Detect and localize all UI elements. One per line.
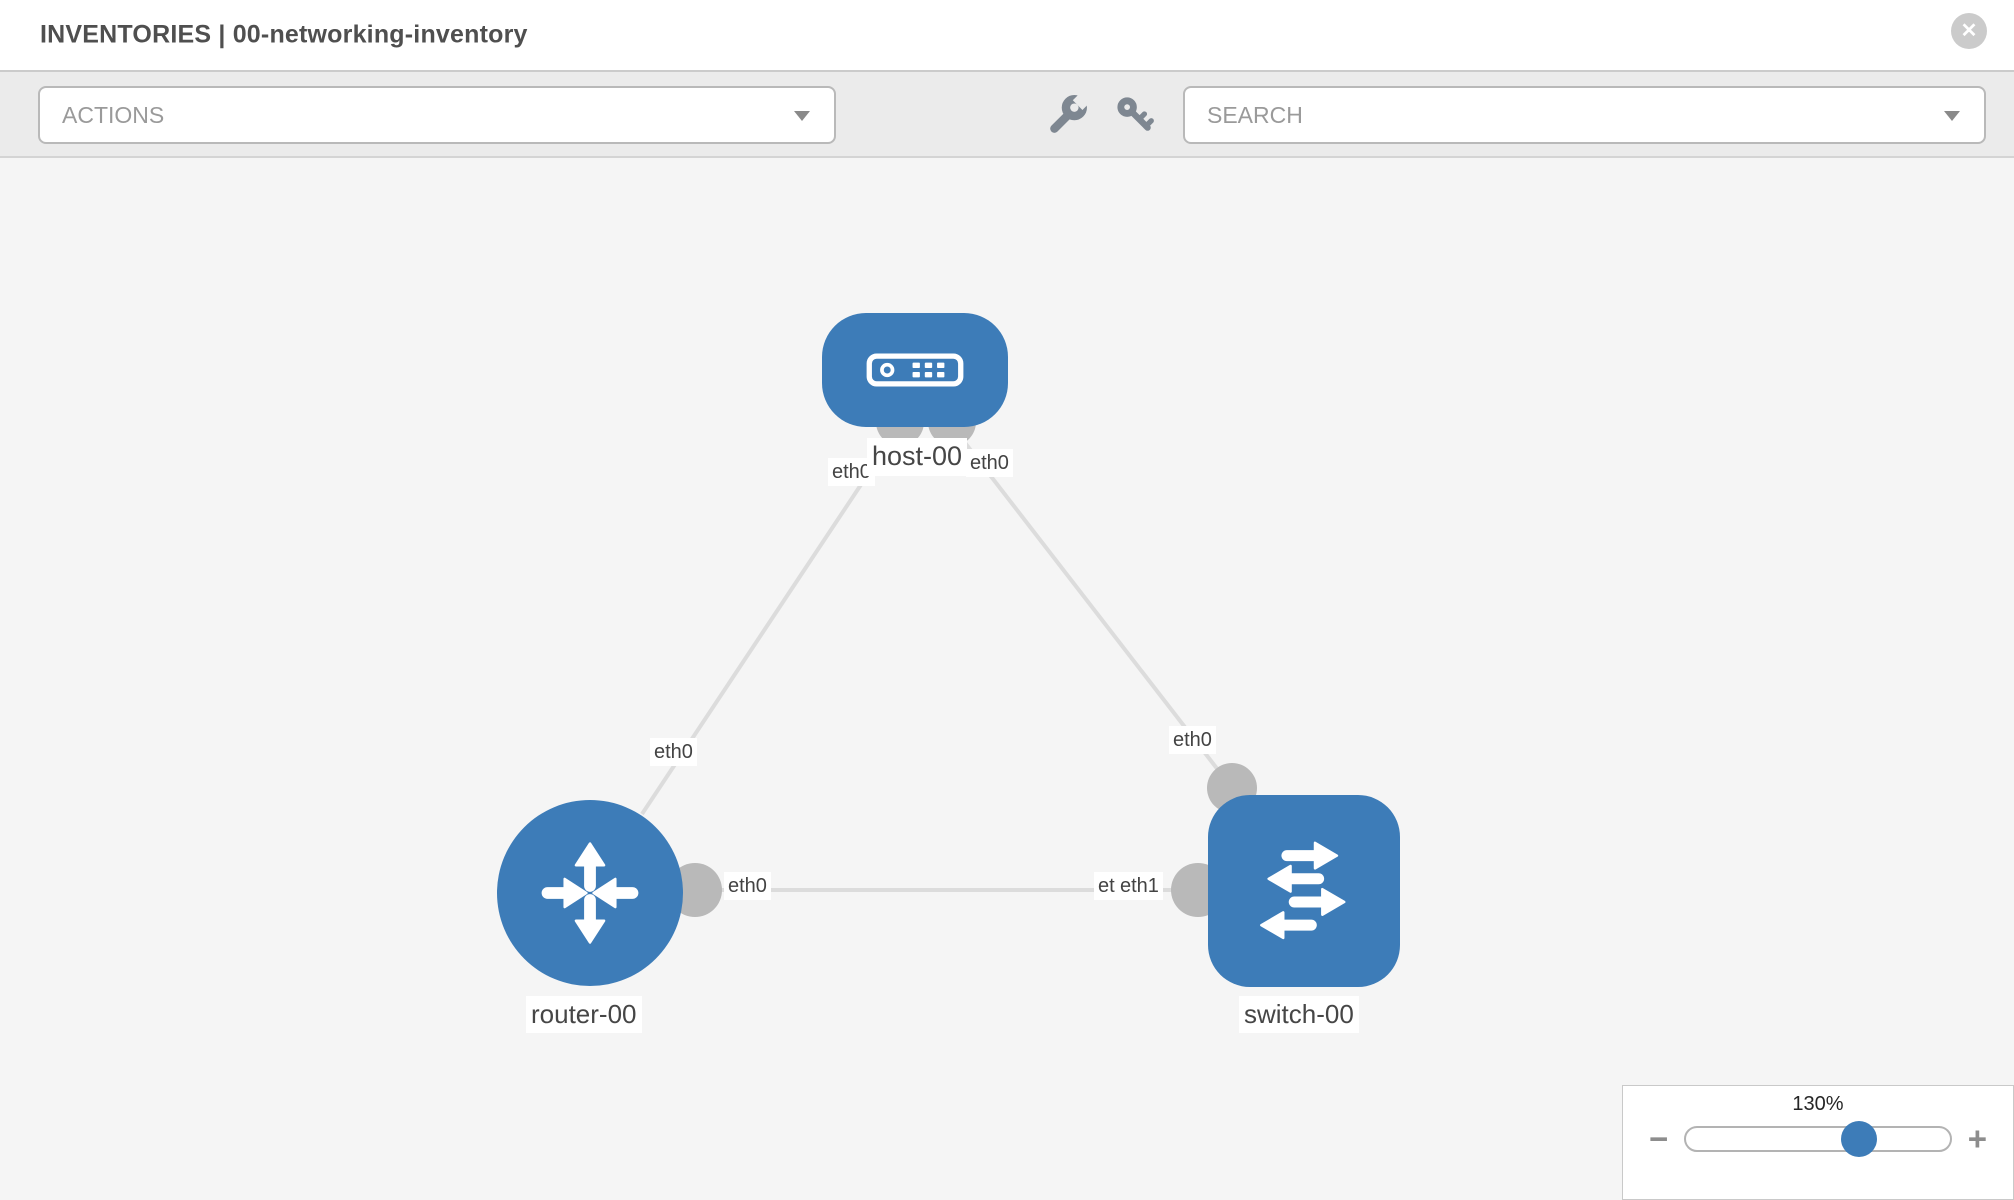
close-icon: ✕ [1960,20,1978,42]
chevron-down-icon [1944,111,1960,121]
topology-canvas[interactable]: host-00 router-00 switch-00 eth0 eth0 et… [0,158,2014,1200]
node-host-00[interactable] [822,313,1008,427]
search-dropdown[interactable]: SEARCH [1183,86,1986,144]
node-label-switch-00: switch-00 [1239,996,1359,1033]
actions-dropdown[interactable]: ACTIONS [38,86,836,144]
search-dropdown-label: SEARCH [1207,101,1303,128]
switch-icon [1260,841,1346,940]
interface-label-router-eth0-top: eth0 [650,738,697,766]
chevron-down-icon [794,111,810,121]
close-button[interactable]: ✕ [1951,13,1987,49]
node-router-00[interactable] [497,800,683,986]
configure-button[interactable] [1046,90,1093,136]
zoom-slider-handle[interactable] [1841,1120,1877,1157]
interface-label-switch-eth1: eth1 [1116,872,1163,900]
interface-label-router-eth0-right: eth0 [724,872,771,900]
node-label-host-00: host-00 [867,438,968,476]
interface-label-switch-eth0-top: eth0 [1169,726,1216,754]
breadcrumb-header: INVENTORIES | 00-networking-inventory ✕ [0,0,2014,72]
zoom-in-button[interactable]: + [1967,1120,1987,1157]
wrench-icon [1050,90,1093,133]
toolbar: ACTIONS SEARCH [0,72,2014,158]
zoom-out-button[interactable]: − [1649,1120,1669,1157]
node-switch-00[interactable] [1208,795,1400,987]
host-icon [866,353,964,387]
zoom-control-panel: 130% − + [1622,1085,2014,1200]
interface-label-host-eth0-right: eth0 [966,449,1013,477]
node-label-router-00: router-00 [526,996,642,1033]
zoom-slider-track[interactable] [1684,1120,1952,1157]
zoom-level-value: 130% [1792,1093,1844,1115]
credentials-button[interactable] [1114,94,1156,136]
links-layer [640,398,1257,917]
actions-dropdown-label: ACTIONS [62,101,165,128]
page-title: INVENTORIES | 00-networking-inventory [40,20,528,49]
key-icon [1117,97,1154,131]
router-icon [541,842,639,944]
